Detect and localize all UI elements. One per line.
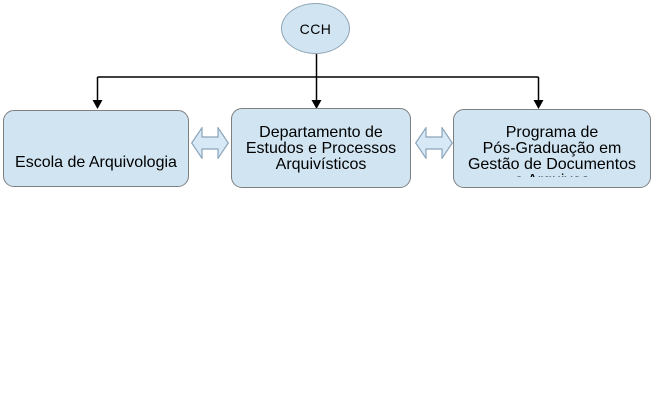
label-line: Estudos e Processos	[245, 140, 397, 157]
node-programa-label: Programa de Pós-Graduação em Gestão de D…	[454, 125, 650, 177]
double-arrow-icon	[191, 127, 229, 159]
arrowhead-left-icon	[92, 100, 103, 109]
label-line-clipped: e Arquivos	[454, 173, 650, 178]
label-line: Escola de Arquivologia	[15, 154, 177, 171]
node-departamento-label: Departamento de Estudos e Processos Arqu…	[232, 125, 410, 173]
node-escola-de-arquivologia: Escola de Arquivologia	[3, 110, 189, 187]
label-line: Arquivísticos	[275, 156, 367, 173]
node-escola-label: Escola de Arquivologia	[4, 155, 188, 171]
label-line: Gestão de Documentos	[467, 156, 637, 173]
label-line: Pós-Graduação em	[482, 140, 622, 157]
node-programa-pos-graduacao: Programa de Pós-Graduação em Gestão de D…	[453, 109, 651, 188]
node-departamento-estudos-processos: Departamento de Estudos e Processos Arqu…	[231, 108, 411, 188]
label-line: Departamento de	[259, 124, 383, 141]
node-cch: CCH	[281, 3, 350, 54]
node-cch-label: CCH	[299, 20, 332, 37]
double-arrow-icon	[415, 127, 453, 159]
arrowhead-right-icon	[533, 100, 544, 109]
label-line: Programa de	[505, 125, 599, 141]
